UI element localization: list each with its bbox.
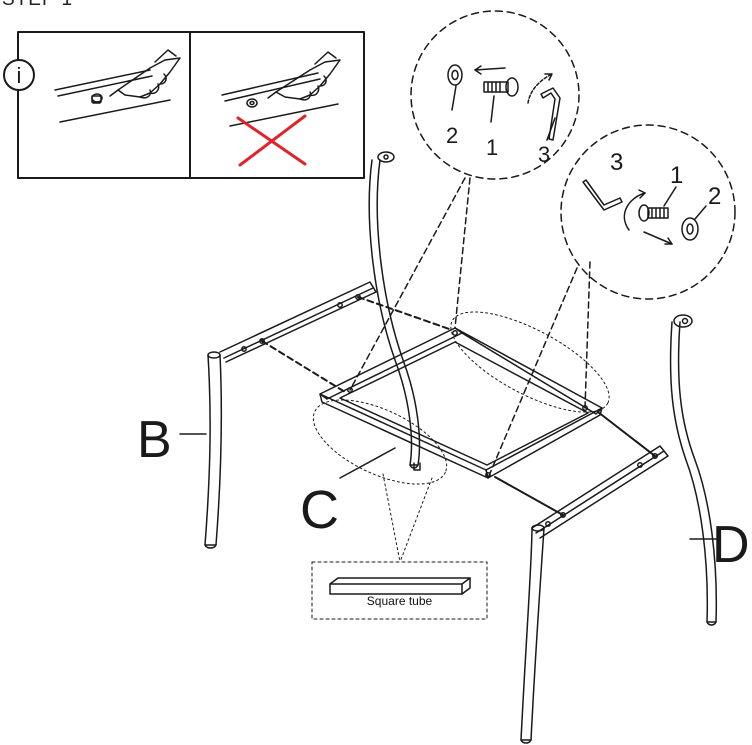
wrong-cross-icon [236,114,307,167]
step-title: STEP 1 [2,0,73,11]
bolt-icon [638,186,677,222]
square-tube-detail [311,561,488,620]
washer-icon [447,64,463,111]
wrong-example [221,51,341,167]
rotate-arrow-icon [623,192,646,231]
arrow-left-icon [474,67,506,71]
square-tube-label: Square tube [366,594,433,608]
seat-frame-c [261,296,656,563]
hand-icon [109,49,181,99]
instruction-box: i [3,31,365,179]
info-icon [3,59,35,91]
part-label-d: D [712,516,750,574]
part-number-1: 1 [670,162,683,189]
part-number-2: 2 [708,183,721,210]
part-label-b: B [137,411,172,469]
part-number-2: 2 [446,123,458,148]
arrow-right-icon [643,231,673,245]
correct-example [54,49,181,123]
part-number-1: 1 [486,135,498,160]
hex-key-icon [582,179,623,211]
hex-key-icon [540,87,561,141]
callout-circle-left: 2 1 3 [410,10,580,180]
washer-icon [681,205,707,241]
part-number-3: 3 [610,149,623,176]
leg-d [520,314,718,744]
callout-circle-right: 3 1 2 [560,124,736,300]
hand-icon [267,51,341,101]
part-label-c: C [300,480,339,540]
part-number-3: 3 [538,142,550,167]
callout-leaders [349,177,591,479]
label-c-leader [339,447,396,479]
info-icon-letter: i [17,63,22,88]
bolt-icon [483,77,519,123]
rotate-arrow-icon [527,73,553,104]
